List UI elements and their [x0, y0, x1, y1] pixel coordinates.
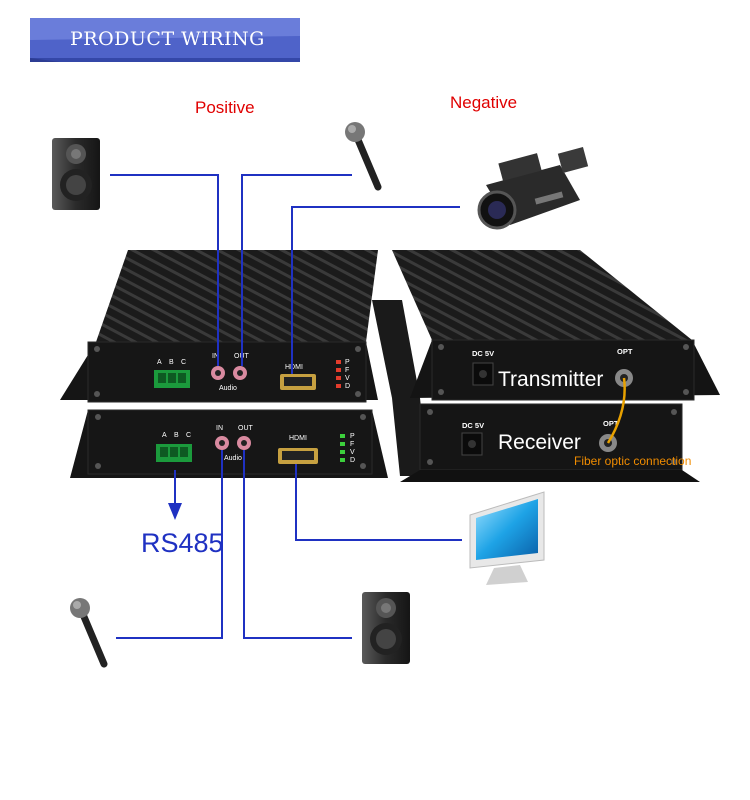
hdmi-label-2: HDMI: [289, 435, 307, 442]
opt-label-2: OPT: [603, 419, 619, 428]
left-top-unit: A B C IN OUT Audio HDMI P F V D: [60, 250, 378, 403]
abc-label-b-2: B: [174, 432, 179, 439]
led-d-2: D: [350, 457, 355, 464]
rs485-arrow-icon: [168, 503, 182, 520]
opt-label: OPT: [617, 347, 633, 356]
microphone-icon-2: [70, 598, 108, 668]
fiber-label: Fiber optic connection: [574, 454, 691, 468]
left-bottom-unit: A B C IN OUT Audio HDMI P F V D: [70, 409, 388, 478]
receiver-label: Receiver: [498, 431, 581, 454]
abc-label-a-2: A: [162, 432, 167, 439]
led-p-2: P: [350, 433, 355, 440]
monitor-icon: [469, 491, 545, 585]
audio-in-label-2: IN: [216, 425, 223, 432]
abc-label-c-2: C: [186, 432, 191, 439]
dc5v-label: DC 5V: [472, 349, 494, 358]
fiber-optic-cable: [606, 377, 626, 444]
negative-label: Negative: [450, 93, 518, 112]
transmitter-label: Transmitter: [498, 368, 603, 391]
audio-label: Audio: [219, 385, 237, 392]
microphone-icon: [345, 122, 382, 191]
audio-label-2: Audio: [224, 455, 242, 462]
led-v: V: [345, 375, 350, 382]
led-v-2: V: [350, 449, 355, 456]
receiver-unit: DC 5V OPT Receiver: [392, 398, 700, 482]
camcorder-icon: [477, 146, 589, 230]
abc-label-a: A: [157, 359, 162, 366]
speaker-icon: [52, 138, 100, 210]
led-f-2: F: [350, 441, 354, 448]
banner: [30, 18, 300, 62]
abc-label-b: B: [169, 359, 174, 366]
banner-title: PRODUCT WIRING: [70, 28, 265, 50]
hdmi-label: HDMI: [285, 364, 303, 371]
audio-out-label-2: OUT: [238, 425, 254, 432]
dc5v-label-2: DC 5V: [462, 421, 484, 430]
led-p: P: [345, 359, 350, 366]
abc-label-c: C: [181, 359, 186, 366]
audio-in-label: IN: [212, 353, 219, 360]
speaker-icon-2: [362, 592, 410, 664]
led-f: F: [345, 367, 349, 374]
wires: [110, 174, 462, 639]
positive-label: Positive: [195, 98, 255, 117]
transmitter-unit: DC 5V OPT Transmitter: [372, 250, 720, 401]
rs485-label: RS485: [141, 528, 224, 558]
led-d: D: [345, 383, 350, 390]
